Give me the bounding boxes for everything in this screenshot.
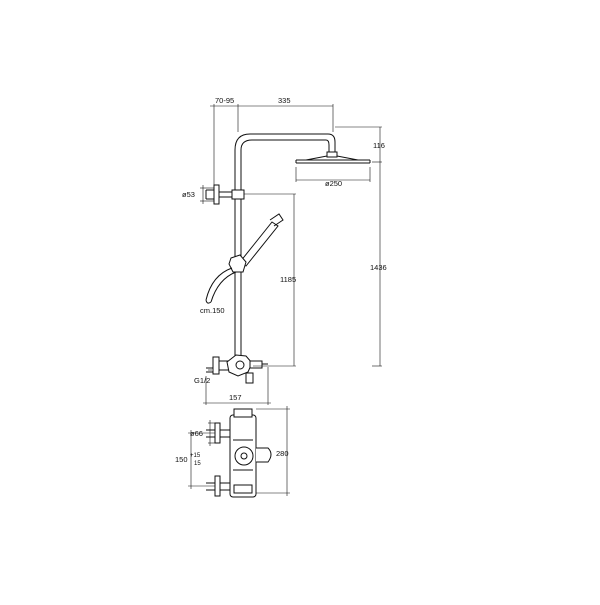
shower-head: [295, 151, 371, 164]
label-bracket-diameter: ø53: [182, 190, 195, 199]
dimension-labels: 70-95 335 116 ø250 ø53 1185 1436 cm.150 …: [175, 96, 387, 467]
label-escutcheon-diameter: ø66: [190, 429, 203, 438]
label-centres-tol-minus: 15: [194, 461, 201, 467]
shower-column: [234, 133, 336, 362]
label-head-diameter: ø250: [325, 179, 342, 188]
label-mixer-depth: 157: [229, 393, 242, 402]
label-centres-value: 150: [175, 455, 188, 464]
label-wall-offset: 70-95: [215, 96, 234, 105]
label-total-height: 1436: [370, 263, 387, 272]
label-head-height: 116: [373, 141, 385, 150]
label-centres-tol-plus: +15: [190, 453, 201, 459]
label-hose-length: cm.150: [200, 306, 225, 315]
mixer-side: [206, 354, 268, 384]
label-slider-range: 1185: [280, 275, 296, 284]
hand-shower: [205, 213, 284, 304]
dimension-lines: [188, 104, 382, 496]
label-connection: G1/2: [194, 376, 210, 385]
mixer-front: [206, 408, 272, 498]
label-arm-reach: 335: [278, 96, 291, 105]
label-mixer-height: 280: [276, 449, 289, 458]
wall-bracket: [205, 184, 245, 205]
